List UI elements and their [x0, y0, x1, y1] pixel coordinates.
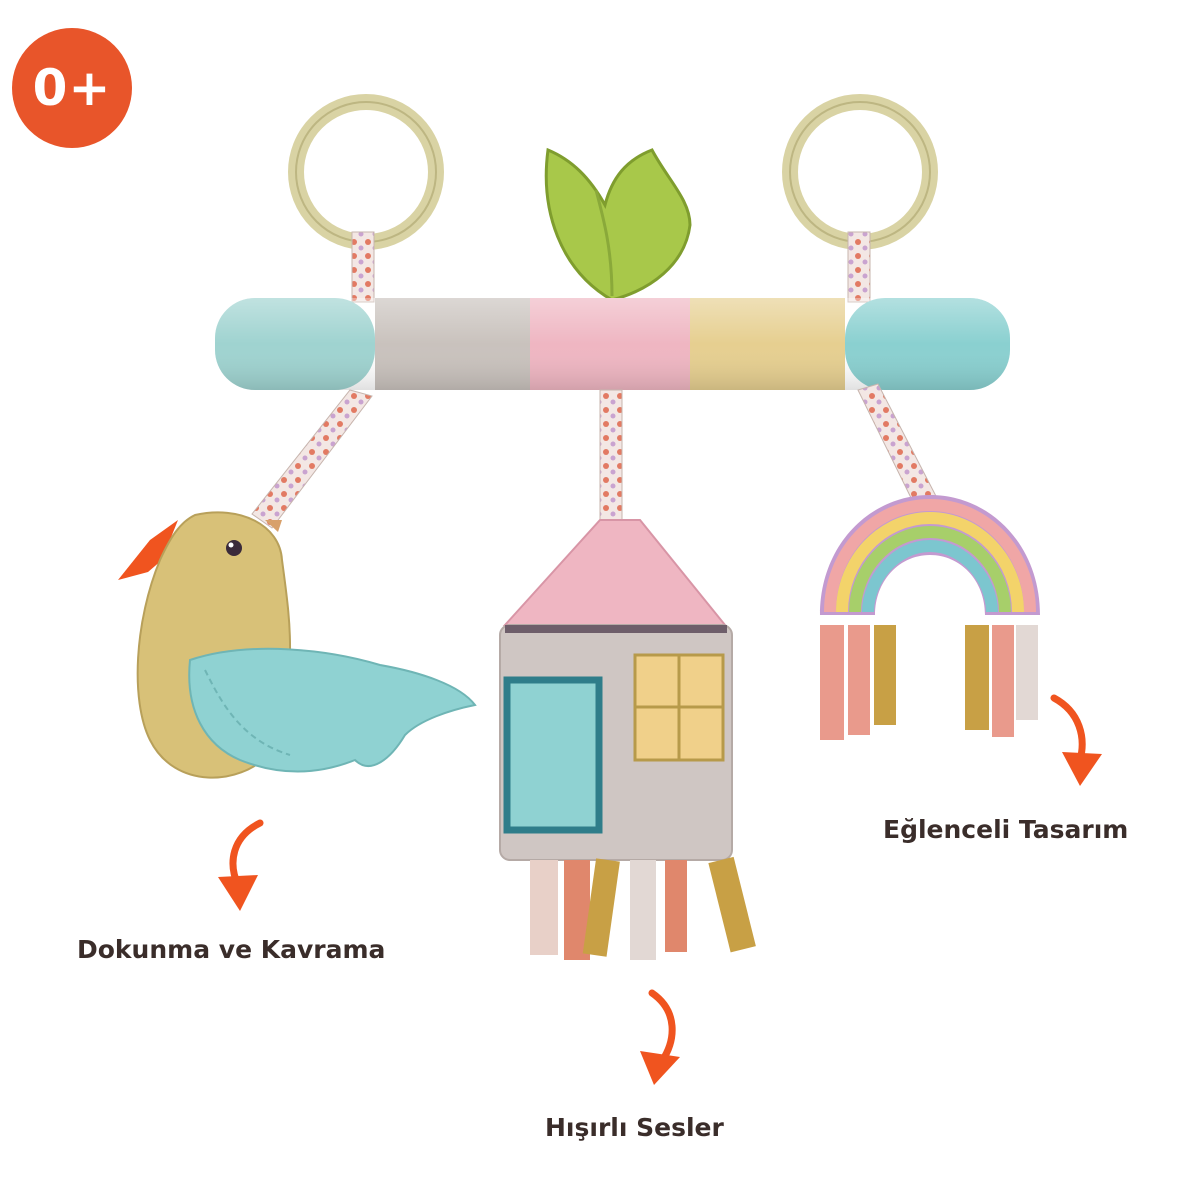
curved-arrow-down-icon	[640, 989, 680, 1085]
age-badge: 0+	[12, 28, 132, 148]
ribbon-upper-left	[351, 231, 375, 303]
feature-label-sound: Hışırlı Sesler	[545, 1113, 724, 1142]
soft-bar	[215, 298, 1010, 390]
teether-ring-right	[782, 94, 938, 250]
curved-arrow-down-icon	[1050, 694, 1102, 786]
teether-ring-left	[288, 94, 444, 250]
ribbon-rainbow	[857, 383, 939, 509]
feature-label-touch: Dokunma ve Kavrama	[77, 935, 386, 964]
feature-label-design: Eğlenceli Tasarım	[883, 815, 1129, 844]
ribbon-house	[599, 389, 623, 526]
rainbow-tassels	[820, 625, 1038, 740]
bird-toy	[118, 511, 477, 779]
ribbon-upper-right	[847, 231, 871, 303]
house-toy	[499, 519, 756, 960]
ribbon-bird	[251, 389, 373, 529]
leaf	[544, 147, 692, 302]
house-tassels	[530, 856, 756, 960]
curved-arrow-down-icon	[218, 819, 264, 911]
rainbow-toy	[820, 495, 1040, 740]
